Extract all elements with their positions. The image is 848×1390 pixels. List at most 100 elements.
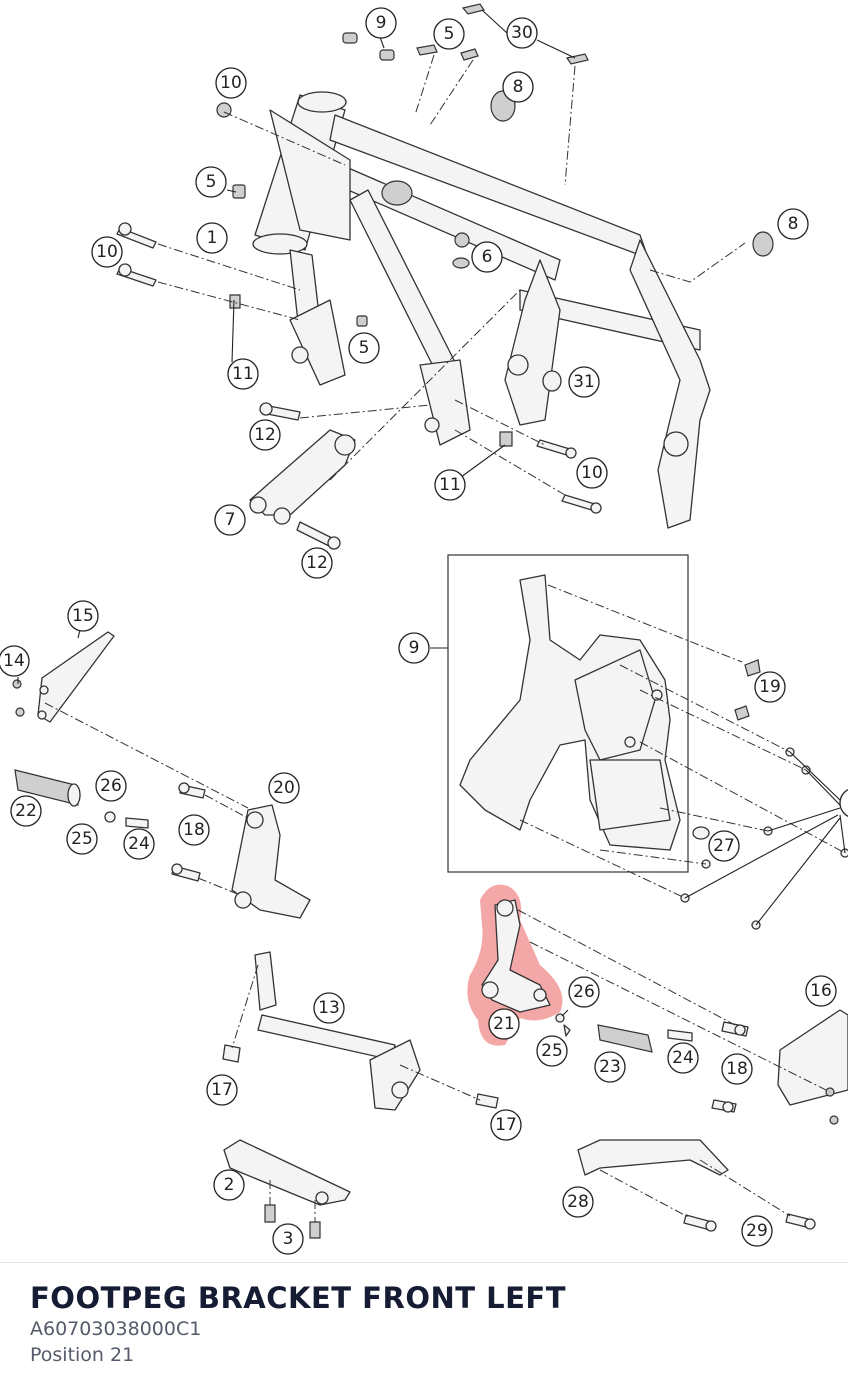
callout-10[interactable]: 10: [91, 236, 123, 268]
heel-guard-left: [37, 631, 115, 723]
svg-text:18: 18: [183, 820, 205, 840]
main-frame: [252, 91, 711, 529]
callout-27[interactable]: 27: [708, 830, 740, 862]
svg-text:9: 9: [376, 13, 387, 33]
svg-text:23: 23: [599, 1057, 621, 1077]
callout-11[interactable]: 11: [227, 358, 259, 390]
footpeg-left: [12, 679, 149, 829]
callout-21[interactable]: 21: [488, 1008, 520, 1040]
svg-text:5: 5: [359, 338, 370, 358]
svg-text:19: 19: [759, 677, 781, 697]
footpeg-bracket-front-left[interactable]: [467, 884, 563, 1046]
callout-6[interactable]: 9: [365, 7, 397, 39]
svg-text:10: 10: [581, 463, 603, 483]
callout-23[interactable]: 23: [594, 1051, 626, 1083]
svg-text:5: 5: [206, 172, 217, 192]
callout-5[interactable]: 5: [433, 18, 465, 50]
callout-4[interactable]: 4: [839, 788, 848, 818]
callout-25[interactable]: 25: [66, 823, 98, 855]
svg-text:24: 24: [128, 834, 150, 854]
svg-text:26: 26: [100, 776, 122, 796]
callout-15[interactable]: 15: [67, 600, 99, 632]
svg-text:8: 8: [788, 214, 799, 234]
callout-25[interactable]: 25: [536, 1035, 568, 1067]
callout-3[interactable]: 3: [272, 1223, 304, 1255]
callout-30[interactable]: 30: [506, 17, 538, 49]
callout-24[interactable]: 24: [123, 828, 155, 860]
callout-9[interactable]: 9: [398, 632, 430, 664]
right-assembly-lines: [517, 909, 831, 1093]
part-position: Position 21: [30, 1344, 135, 1366]
svg-text:14: 14: [3, 651, 25, 671]
part-title: FOOTPEG BRACKET FRONT LEFT: [30, 1281, 567, 1315]
heel-guard-right: [777, 1009, 848, 1125]
svg-text:25: 25: [541, 1041, 563, 1061]
svg-text:11: 11: [232, 364, 254, 384]
svg-text:30: 30: [511, 23, 533, 43]
callout-18[interactable]: 18: [721, 1053, 753, 1085]
svg-text:6: 6: [482, 247, 493, 267]
callout-11[interactable]: 11: [434, 469, 466, 501]
svg-text:13: 13: [318, 998, 340, 1018]
callout-14[interactable]: 14: [0, 645, 30, 677]
callout-5[interactable]: 5: [348, 332, 380, 364]
left-assembly-lines: [17, 629, 249, 896]
svg-text:25: 25: [71, 829, 93, 849]
cover-hardware: [680, 659, 848, 930]
svg-text:3: 3: [283, 1229, 294, 1249]
callout-24[interactable]: 24: [667, 1042, 699, 1074]
svg-text:9: 9: [409, 638, 420, 658]
callout-29[interactable]: 29: [741, 1215, 773, 1247]
svg-text:17: 17: [211, 1080, 233, 1100]
svg-text:26: 26: [573, 982, 595, 1002]
callout-17[interactable]: 17: [206, 1074, 238, 1106]
footpeg-right: [555, 1013, 749, 1113]
callout-8[interactable]: 8: [502, 71, 534, 103]
svg-text:12: 12: [306, 553, 328, 573]
callout-26[interactable]: 26: [95, 770, 127, 802]
callout-7[interactable]: 7: [214, 504, 246, 536]
callout-8[interactable]: 8: [777, 208, 809, 240]
callout-19[interactable]: 19: [754, 671, 786, 703]
callout-22[interactable]: 22: [10, 795, 42, 827]
callout-6[interactable]: 10: [215, 67, 247, 99]
svg-text:28: 28: [567, 1192, 589, 1212]
linkage-lines: [231, 964, 481, 1101]
callout-labels: 9 5 30 10 8 5 8 1 10 6 5 11 31 12 10 11 …: [0, 7, 848, 1255]
engine-mount-bracket: [249, 402, 356, 550]
svg-text:29: 29: [746, 1221, 768, 1241]
svg-text:2: 2: [224, 1175, 235, 1195]
callout-17[interactable]: 17: [490, 1109, 522, 1141]
footpeg-bracket-rear: [171, 782, 311, 919]
callout-18[interactable]: 18: [178, 814, 210, 846]
svg-text:11: 11: [439, 475, 461, 495]
callout-13[interactable]: 13: [313, 992, 345, 1024]
svg-text:18: 18: [726, 1059, 748, 1079]
callout-10[interactable]: 10: [576, 457, 608, 489]
svg-text:7: 7: [225, 510, 236, 530]
callout-12[interactable]: 12: [249, 419, 281, 451]
part-info-panel: FOOTPEG BRACKET FRONT LEFT A60703038000C…: [0, 1262, 848, 1390]
callout-31[interactable]: 31: [568, 366, 600, 398]
svg-text:15: 15: [72, 606, 94, 626]
callout-28[interactable]: 28: [562, 1186, 594, 1218]
callout-6[interactable]: 6: [471, 241, 503, 273]
svg-text:24: 24: [672, 1048, 694, 1068]
svg-text:27: 27: [713, 836, 735, 856]
callout-2[interactable]: 2: [213, 1169, 245, 1201]
shift-linkage: [222, 951, 499, 1111]
svg-text:16: 16: [810, 981, 832, 1001]
svg-text:31: 31: [573, 372, 595, 392]
callout-26[interactable]: 26: [568, 976, 600, 1008]
chain-guard-cover: [459, 574, 681, 851]
frame-assembly-lines: [157, 9, 746, 496]
callout-5[interactable]: 5: [195, 166, 227, 198]
cover-assembly-lines: [519, 584, 846, 926]
exploded-parts-diagram: 9 5 30 10 8 5 8 1 10 6 5 11 31 12 10 11 …: [0, 3, 848, 1255]
callout-20[interactable]: 20: [268, 772, 300, 804]
callout-1[interactable]: 1: [196, 222, 228, 254]
svg-text:12: 12: [254, 425, 276, 445]
callout-12[interactable]: 12: [301, 547, 333, 579]
part-number: A60703038000C1: [30, 1318, 202, 1340]
callout-16[interactable]: 16: [805, 975, 837, 1007]
